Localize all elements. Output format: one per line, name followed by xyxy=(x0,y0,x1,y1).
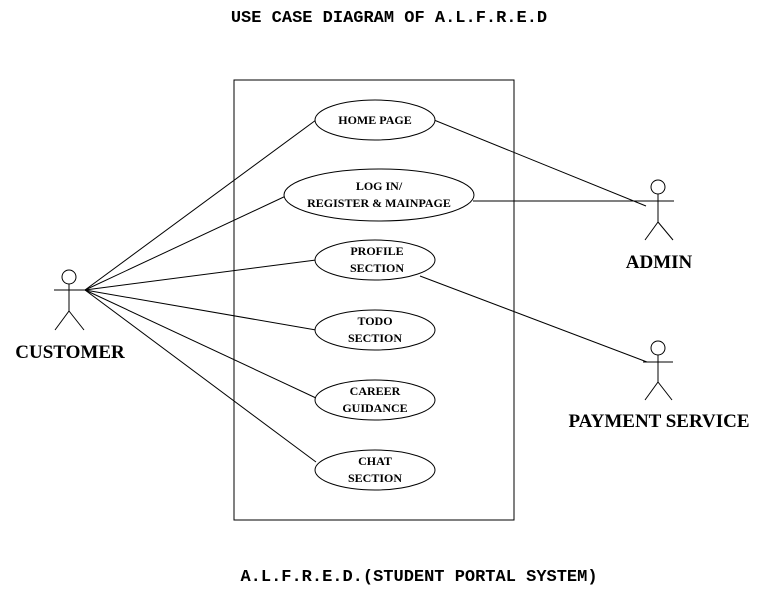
actor-admin: ADMIN xyxy=(626,179,693,273)
use-case-chat-section: CHAT SECTION xyxy=(314,449,436,491)
stick-figure-icon xyxy=(643,340,673,401)
use-case-profile-section: PROFILE SECTION xyxy=(314,239,436,281)
assoc-customer-todo xyxy=(84,289,317,331)
actor-label: CUSTOMER xyxy=(15,342,125,363)
assoc-payment-profile xyxy=(419,275,648,363)
use-case-todo-section: TODO SECTION xyxy=(314,309,436,351)
use-case-label: GUIDANCE xyxy=(342,401,407,415)
system-boundary xyxy=(233,79,515,521)
assoc-customer-login xyxy=(84,194,289,291)
use-case-label: CAREER xyxy=(350,384,401,398)
payment-associations xyxy=(419,275,648,363)
assoc-customer-profile xyxy=(84,259,317,291)
use-case-label: PROFILE xyxy=(350,244,403,258)
use-case-label: HOME PAGE xyxy=(338,113,411,127)
use-case-label: SECTION xyxy=(350,261,404,275)
use-case-label: CHAT xyxy=(358,454,392,468)
stick-figure-icon xyxy=(642,179,674,241)
actor-payment-service: PAYMENT SERVICE xyxy=(568,340,750,432)
use-case-label: SECTION xyxy=(348,471,402,485)
use-case-label: TODO xyxy=(357,314,392,328)
assoc-customer-chat xyxy=(84,289,317,463)
use-case-home-page: HOME PAGE xyxy=(314,99,436,141)
actor-customer: CUSTOMER xyxy=(15,269,125,363)
assoc-customer-home xyxy=(84,119,317,291)
use-case-label: REGISTER & MAINPAGE xyxy=(307,196,451,210)
use-case-career-guidance: CAREER GUIDANCE xyxy=(314,379,436,421)
customer-associations xyxy=(84,119,317,463)
actor-label: ADMIN xyxy=(626,252,693,273)
stick-figure-icon xyxy=(54,269,85,331)
system-caption: A.L.F.R.E.D.(STUDENT PORTAL SYSTEM) xyxy=(240,568,597,587)
diagram-title: USE CASE DIAGRAM OF A.L.F.R.E.D xyxy=(231,9,547,28)
assoc-customer-career xyxy=(84,289,317,399)
use-case-label: SECTION xyxy=(348,331,402,345)
use-case-label: LOG IN/ xyxy=(356,179,403,193)
admin-associations xyxy=(433,119,647,207)
actor-label: PAYMENT SERVICE xyxy=(568,411,749,432)
assoc-admin-home xyxy=(433,119,647,207)
use-case-login-register: LOG IN/ REGISTER & MAINPAGE xyxy=(283,168,475,222)
